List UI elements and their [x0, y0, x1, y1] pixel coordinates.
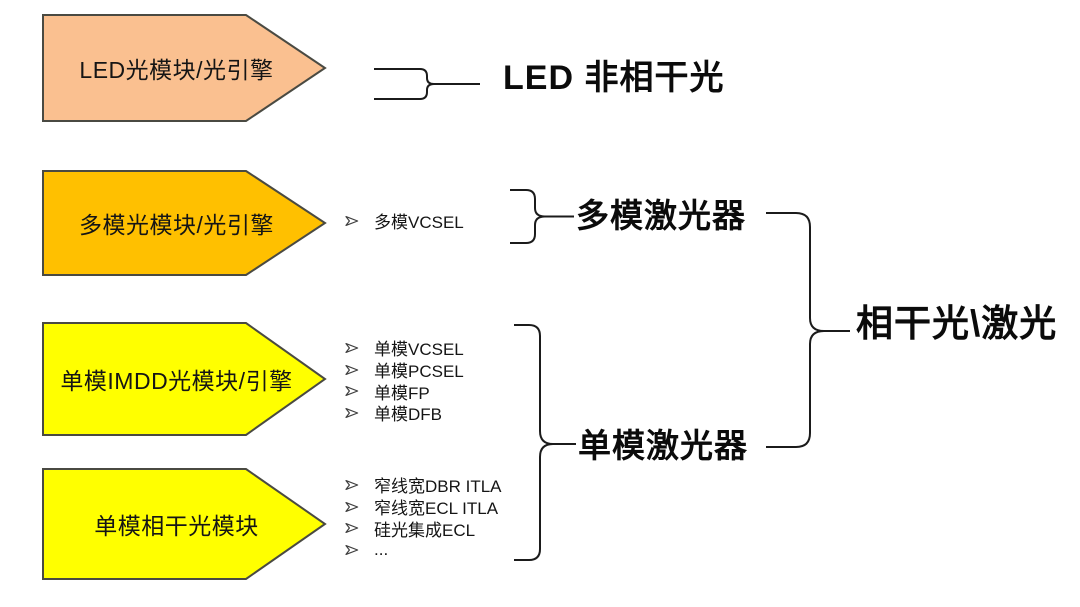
arrow-box-led-module: LED光模块/光引擎 — [42, 14, 327, 122]
pentagon-arrow-shape — [42, 170, 327, 276]
arrowhead-bullet-icon — [345, 214, 359, 228]
arrow-box-label: LED光模块/光引擎 — [79, 57, 274, 83]
list-item-label: ... — [374, 539, 389, 559]
list-item: 多模VCSEL — [345, 210, 464, 232]
bullet-list-multimode: 多模VCSEL — [345, 210, 464, 232]
list-item: 单模DFB — [345, 402, 464, 424]
list-item: 窄线宽DBR ITLA — [345, 474, 502, 496]
arrowhead-bullet-icon — [345, 478, 359, 492]
arrow-box-singlemode-imdd-module: 单模IMDD光模块/引擎 — [42, 322, 327, 436]
list-item-label: 单模VCSEL — [374, 340, 464, 360]
list-item: 窄线宽ECL ITLA — [345, 496, 502, 518]
list-item: 单模VCSEL — [345, 337, 464, 359]
list-item-label: 窄线宽ECL ITLA — [374, 499, 499, 519]
list-item: ... — [345, 539, 502, 561]
brace-singlemode — [514, 324, 576, 561]
brace-multimode — [510, 189, 574, 244]
arrowhead-bullet-icon — [345, 521, 359, 535]
arrow-box-singlemode-coherent-module: 单模相干光模块 — [42, 468, 327, 580]
brace-led — [374, 68, 480, 100]
list-item-label: 窄线宽DBR ITLA — [374, 477, 502, 497]
pentagon-arrow-shape — [42, 14, 327, 122]
list-item-label: 单模FP — [374, 383, 430, 403]
arrowhead-bullet-icon — [345, 341, 359, 355]
label-multimode-laser: 多模激光器 — [576, 197, 746, 234]
label-singlemode-laser: 单模激光器 — [578, 427, 748, 464]
list-item: 单模PCSEL — [345, 359, 464, 381]
arrow-box-multimode-module: 多模光模块/光引擎 — [42, 170, 327, 276]
pentagon-arrow-shape — [42, 322, 327, 436]
arrow-box-label: 单模相干光模块 — [94, 513, 259, 539]
brace-coherent — [766, 212, 850, 448]
arrowhead-bullet-icon — [345, 363, 359, 377]
list-item-label: 硅光集成ECL — [374, 520, 476, 540]
arrowhead-bullet-icon — [345, 384, 359, 398]
arrowhead-bullet-icon — [345, 543, 359, 557]
arrowhead-bullet-icon — [345, 500, 359, 514]
list-item: 硅光集成ECL — [345, 517, 502, 540]
arrow-box-label: 单模IMDD光模块/引擎 — [60, 368, 293, 394]
pentagon-arrow-shape — [42, 468, 327, 580]
list-item: 单模FP — [345, 380, 464, 403]
arrow-box-label: 多模光模块/光引擎 — [79, 212, 274, 238]
arrowhead-bullet-icon — [345, 406, 359, 420]
label-led-incoherent-light: LED 非相干光 — [503, 59, 725, 97]
list-item-label: 多模VCSEL — [374, 213, 464, 233]
bullet-list-singlemode-coherent: 窄线宽DBR ITLA 窄线宽ECL ITLA 硅光集成ECL ... — [345, 474, 502, 561]
bullet-list-singlemode-imdd: 单模VCSEL 单模PCSEL 单模FP 单模DFB — [345, 337, 464, 424]
label-coherent-laser: 相干光\激光 — [856, 303, 1058, 344]
list-item-label: 单模PCSEL — [374, 362, 464, 382]
list-item-label: 单模DFB — [374, 405, 442, 425]
